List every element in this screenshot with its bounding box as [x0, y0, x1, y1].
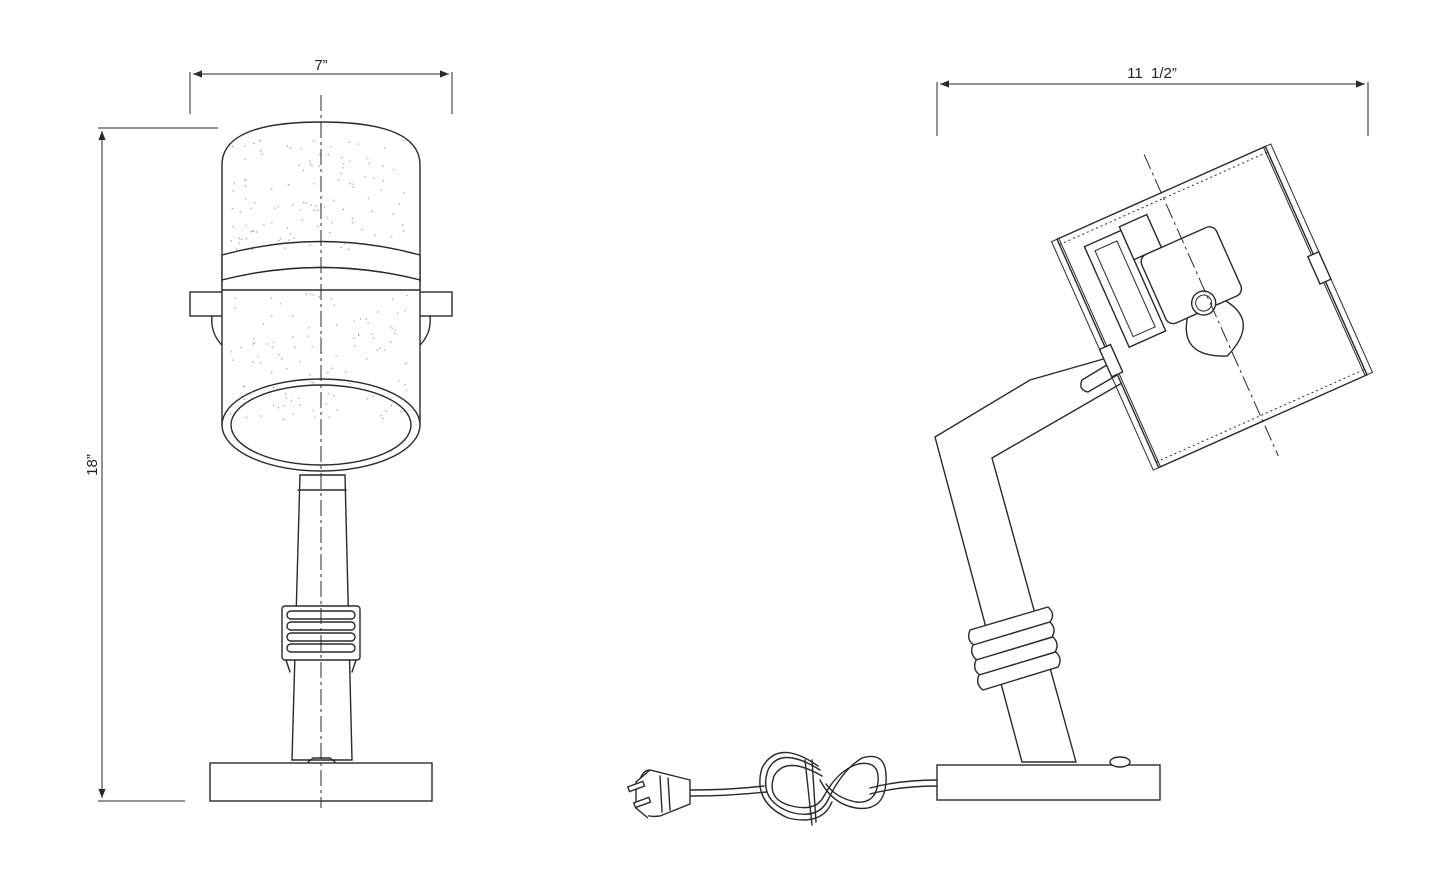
side-view: 11 1/2”	[626, 65, 1374, 826]
dimension-height: 18”	[84, 127, 218, 802]
dimension-front-width: 7”	[189, 57, 453, 114]
arm	[934, 344, 1150, 763]
dimension-label-width: 7”	[314, 57, 327, 74]
side-base	[936, 756, 1161, 801]
shade-texture	[230, 139, 408, 421]
dimension-label-side-width: 11 1/2”	[1127, 65, 1177, 82]
side-collar	[967, 606, 1061, 691]
dimension-side-width: 11 1/2”	[936, 65, 1369, 136]
dimension-label-height: 18”	[84, 454, 101, 476]
side-shade	[1050, 143, 1374, 471]
front-view: 7” 18”	[84, 57, 453, 808]
plug	[626, 769, 691, 819]
power-cord	[689, 751, 938, 826]
